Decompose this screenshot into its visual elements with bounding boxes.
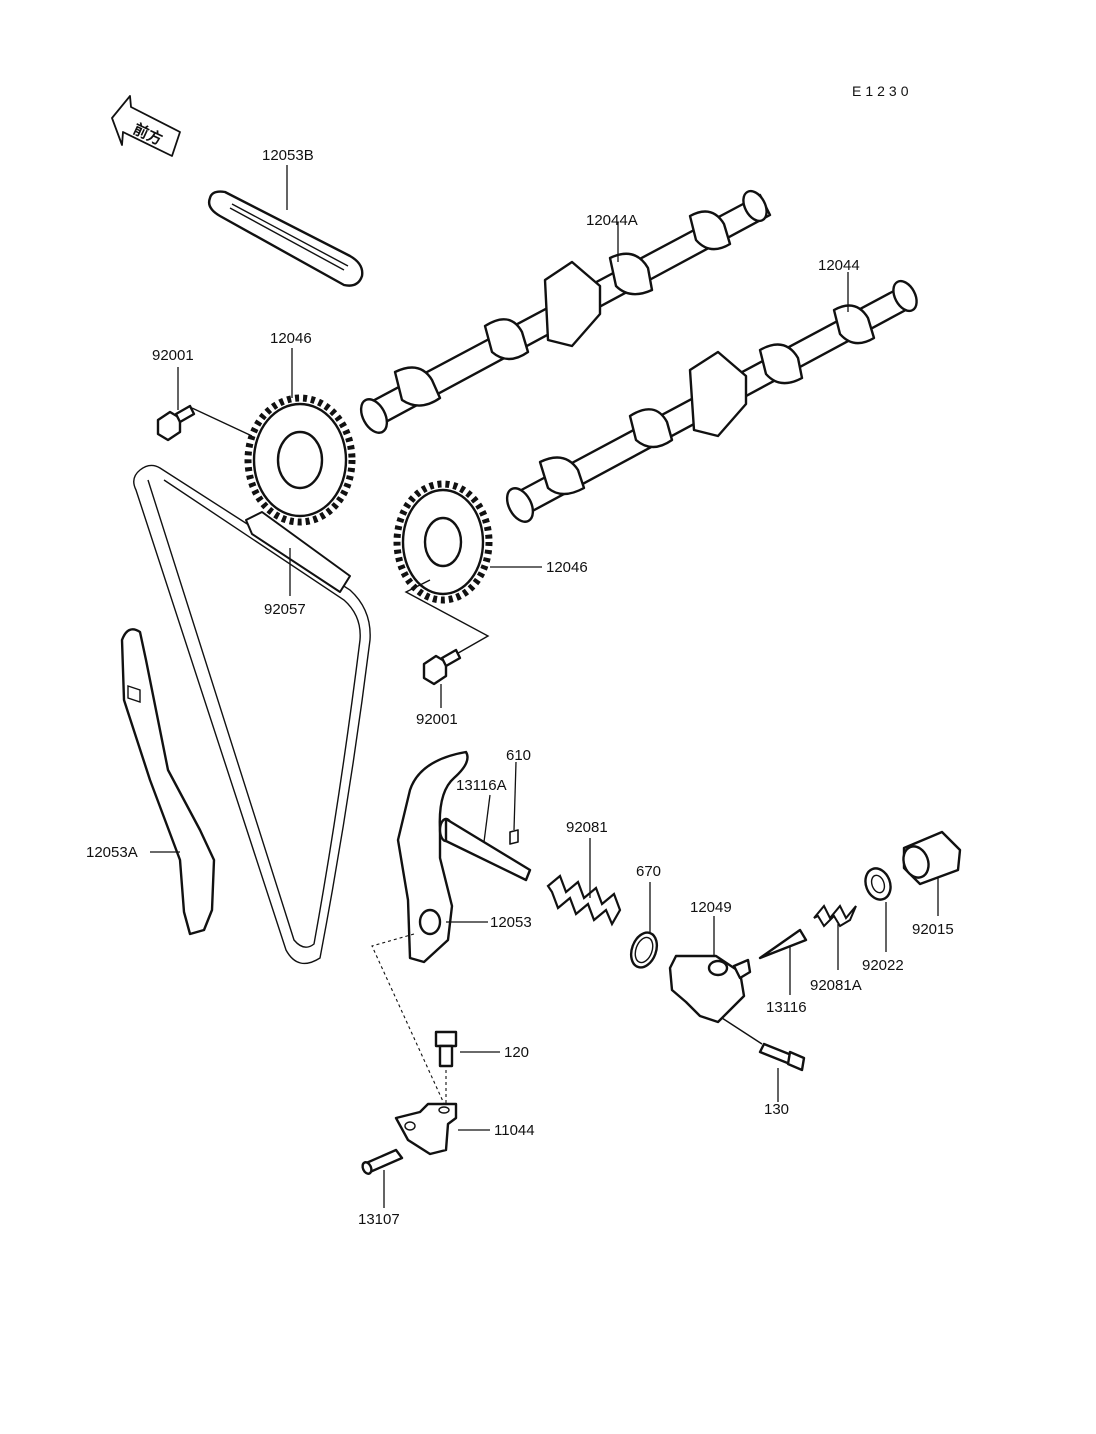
label-cap-92015: 92015 xyxy=(912,921,954,938)
label-rod-13116: 13116 xyxy=(766,999,807,1016)
label-chain: 92057 xyxy=(264,601,306,618)
sprocket-upper xyxy=(244,348,356,526)
label-bolt-130: 130 xyxy=(764,1101,789,1118)
front-direction-arrow: 前方 xyxy=(111,95,181,157)
label-oring-670: 670 xyxy=(636,863,661,880)
label-bracket-11044: 11044 xyxy=(494,1122,535,1139)
washer-92022 xyxy=(864,867,892,952)
label-spring-92081a: 92081A xyxy=(810,977,862,994)
label-sprocket-upper: 12046 xyxy=(270,330,312,347)
tensioner-guide xyxy=(371,750,488,1109)
label-camshaft-a: 12044A xyxy=(586,212,638,229)
label-bolt-upper: 92001 xyxy=(152,347,194,364)
tensioner-body xyxy=(668,916,752,1024)
chain-guide-upper xyxy=(207,165,364,287)
label-washer-92022: 92022 xyxy=(862,957,904,974)
sprocket-lower xyxy=(393,480,542,661)
label-tensioner-body: 12049 xyxy=(690,899,732,916)
rod-13116 xyxy=(758,928,808,995)
label-sprocket-lower: 12046 xyxy=(546,559,588,576)
bracket-11044 xyxy=(394,1102,490,1156)
diagram-code: E1230 xyxy=(852,83,912,99)
rod-13116a xyxy=(438,794,532,882)
label-pin-610: 610 xyxy=(506,747,531,764)
label-chain-guide-upper: 12053B xyxy=(262,147,314,164)
camshaft-b xyxy=(505,272,918,523)
label-chain-guide-front: 12053A xyxy=(86,844,138,861)
label-bolt-120: 120 xyxy=(504,1044,529,1061)
dowel-13107 xyxy=(361,1148,404,1208)
bolt-130 xyxy=(721,1017,806,1102)
spring-92081 xyxy=(546,838,622,927)
label-rod-13116a: 13116A xyxy=(456,777,507,794)
label-bolt-lower: 92001 xyxy=(416,711,458,728)
pin-610 xyxy=(509,761,519,845)
camshaft-a xyxy=(359,189,772,434)
bolt-lower xyxy=(422,648,462,708)
cap-92015 xyxy=(902,830,962,916)
timing-chain xyxy=(133,464,371,965)
chain-guide-front xyxy=(120,628,216,936)
bolt-120 xyxy=(434,1030,500,1104)
bolt-upper xyxy=(156,367,253,442)
label-dowel-13107: 13107 xyxy=(358,1211,400,1228)
label-tensioner-guide: 12053 xyxy=(490,914,532,931)
oring-670 xyxy=(629,882,659,969)
label-camshaft-b: 12044 xyxy=(818,257,860,274)
spring-92081a xyxy=(813,904,857,970)
label-spring-92081: 92081 xyxy=(566,819,608,836)
